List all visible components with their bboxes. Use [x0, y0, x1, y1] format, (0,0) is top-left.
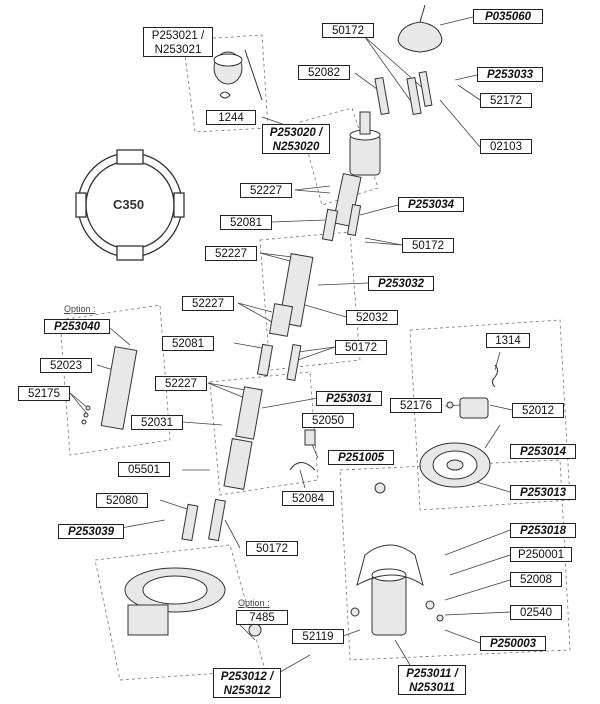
part-label-1314[interactable]: 1314: [486, 333, 530, 348]
c350-profile-icon: [75, 149, 185, 261]
knob-part: [397, 21, 443, 53]
frame-lower-tube: [209, 371, 319, 496]
part-label-52008[interactable]: 52008: [510, 572, 562, 587]
part-label-p253013[interactable]: P253013: [510, 485, 576, 500]
part-label-50172-c[interactable]: 50172: [335, 340, 387, 355]
part-label-p253014[interactable]: P253014: [510, 444, 576, 459]
frame-middle: [259, 231, 361, 371]
part-label-52119[interactable]: 52119: [292, 629, 344, 644]
part-label-52227-a[interactable]: 52227: [240, 183, 292, 198]
part-label-52081-b[interactable]: 52081: [162, 336, 214, 351]
part-label-52172[interactable]: 52172: [480, 93, 532, 108]
part-label-p253034[interactable]: P253034: [398, 197, 464, 212]
part-label-p251005[interactable]: P251005: [328, 450, 394, 465]
part-label-p253040[interactable]: P253040: [44, 319, 110, 334]
part-label-p253033[interactable]: P253033: [477, 67, 543, 82]
part-label-05501[interactable]: 05501: [118, 462, 170, 477]
part-label-p035060[interactable]: P035060: [473, 9, 543, 24]
part-label-52023[interactable]: 52023: [40, 358, 92, 373]
part-label-p253031[interactable]: P253031: [316, 391, 382, 406]
part-label-7485[interactable]: 7485: [236, 610, 288, 625]
part-label-52175[interactable]: 52175: [18, 386, 70, 401]
part-label-52082[interactable]: 52082: [298, 65, 350, 80]
part-label-p253032[interactable]: P253032: [368, 276, 434, 291]
part-label-52050[interactable]: 52050: [302, 413, 354, 428]
part-label-52084[interactable]: 52084: [282, 491, 334, 506]
part-label-p253018[interactable]: P253018: [510, 523, 576, 538]
part-label-50172[interactable]: 50172: [322, 23, 374, 38]
frame-option-tube: [59, 304, 171, 456]
option-label-bottom: Option :: [238, 598, 270, 608]
part-label-p253020[interactable]: P253020 /N253020: [262, 124, 330, 154]
part-label-52227-b[interactable]: 52227: [205, 246, 257, 261]
part-label-52012[interactable]: 52012: [512, 403, 564, 418]
part-label-52227-d[interactable]: 52227: [155, 376, 207, 391]
part-label-52032[interactable]: 52032: [346, 310, 398, 325]
frame-top-left: [182, 34, 269, 133]
part-label-p250003[interactable]: P250003: [480, 636, 546, 651]
part-label-p250001[interactable]: P250001: [510, 547, 572, 562]
profile-label: C350: [113, 197, 145, 212]
part-label-p253012[interactable]: P253012 /N253012: [213, 668, 281, 698]
part-label-50172-d[interactable]: 50172: [246, 541, 298, 556]
part-label-50172-b[interactable]: 50172: [402, 238, 454, 253]
part-label-52176[interactable]: 52176: [390, 398, 442, 413]
option-label-left: Option :: [64, 304, 96, 314]
part-label-p253039[interactable]: P253039: [58, 524, 124, 539]
part-label-02103[interactable]: 02103: [480, 139, 532, 154]
part-label-52080[interactable]: 52080: [96, 493, 148, 508]
part-label-02540[interactable]: 02540: [510, 605, 562, 620]
part-label-1244[interactable]: 1244: [206, 110, 256, 125]
frame-right-upper: [409, 319, 571, 511]
part-label-p253021[interactable]: P253021 /N253021: [143, 27, 213, 57]
part-label-52081-a[interactable]: 52081: [220, 215, 272, 230]
part-label-p253011[interactable]: P253011 /N253011: [398, 665, 466, 695]
part-label-52031[interactable]: 52031: [131, 415, 183, 430]
part-label-52227-c[interactable]: 52227: [182, 296, 234, 311]
